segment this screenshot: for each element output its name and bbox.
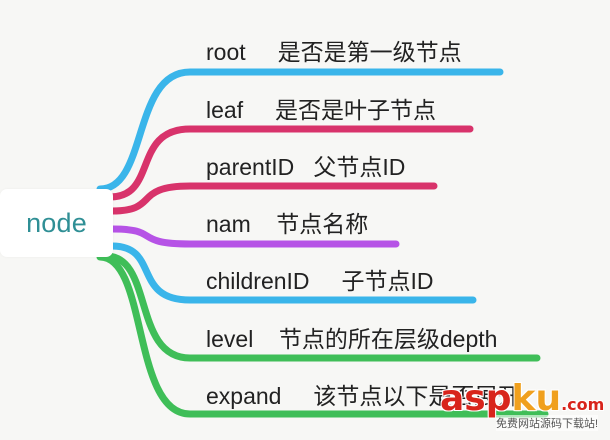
site-watermark: aspku.com 免费网站源码下载站! (440, 374, 610, 435)
branch-connector-root (96, 68, 504, 193)
branch-label-parentid[interactable]: parentID 父节点ID (206, 154, 406, 180)
root-node-label: node (26, 207, 87, 238)
branch-label-level[interactable]: level 节点的所在层级depth (206, 326, 498, 352)
watermark-subtitle: 免费网站源码下载站! (496, 415, 599, 431)
branch-label-expand[interactable]: expand 该节点以下是否展开 (206, 383, 521, 409)
branch-label-leaf[interactable]: leaf 是否是叶子节点 (206, 97, 437, 123)
branch-label-root[interactable]: root 是否是第一级节点 (206, 39, 462, 65)
branch-connector-childrenid (108, 242, 477, 304)
watermark-accent: ku (511, 378, 562, 419)
branch-label-childrenid[interactable]: childrenID 子节点ID (206, 268, 434, 294)
branch-connector-parentid (108, 182, 438, 215)
watermark-suffix: .com (561, 395, 605, 414)
branch-connector-expand (96, 253, 549, 418)
branch-label-nam[interactable]: nam 节点名称 (206, 211, 369, 237)
watermark-prefix: asp (440, 378, 512, 419)
watermark-logo: aspku.com (440, 374, 604, 424)
branch-connector-leaf (106, 125, 474, 201)
branch-connector-nam (109, 225, 400, 248)
root-node[interactable]: node (0, 189, 113, 257)
branch-connector-level (102, 252, 541, 362)
